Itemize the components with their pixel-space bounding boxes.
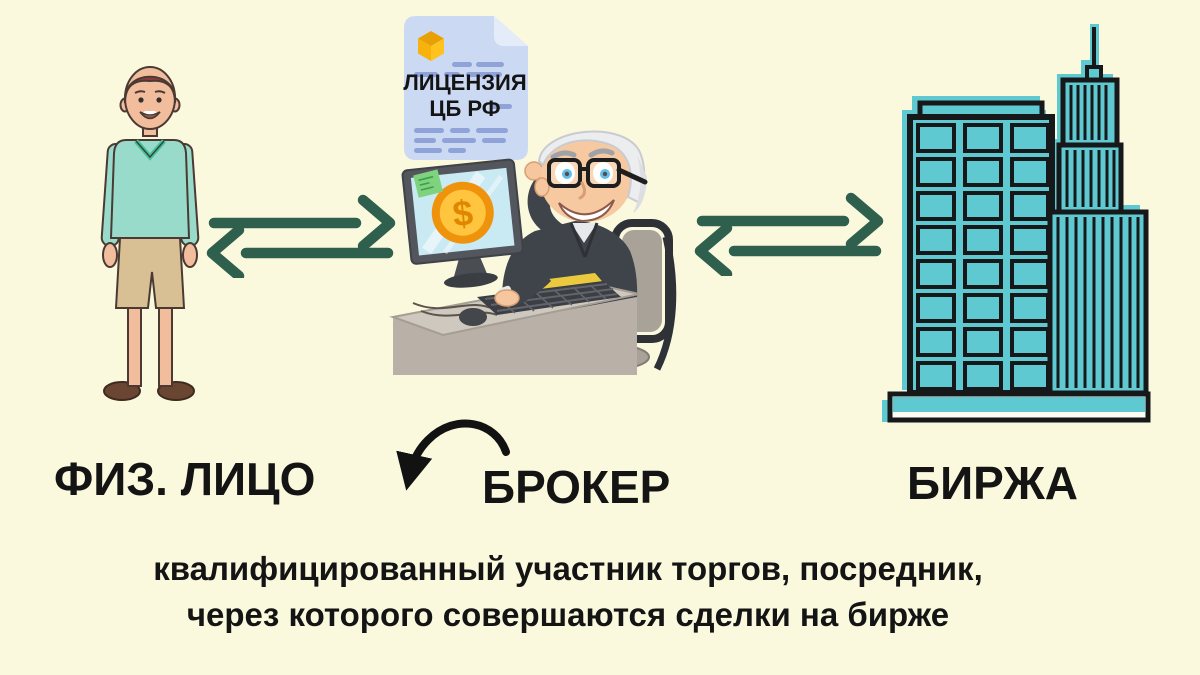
broker-head xyxy=(534,130,648,223)
arrow-right-head xyxy=(357,194,396,252)
monitor: $ xyxy=(401,158,524,288)
hair xyxy=(123,75,177,104)
glasses-icon xyxy=(547,158,648,188)
label-broker: БРОКЕР xyxy=(482,461,671,513)
label-exchange: БИРЖА xyxy=(907,457,1078,509)
svg-text:$: $ xyxy=(451,192,475,235)
skyscraper xyxy=(1047,27,1149,396)
description-line2: через которого совершаются сделки на бир… xyxy=(186,596,950,633)
double-arrow-individual-broker xyxy=(206,194,396,278)
license-document xyxy=(404,16,528,160)
license-title: ЛИЦЕНЗИЯ ЦБ РФ xyxy=(394,70,536,122)
arrow-left-head xyxy=(694,222,733,276)
building-base xyxy=(887,391,1151,423)
arrow-right-head xyxy=(845,192,884,250)
license-line2: ЦБ РФ xyxy=(429,96,501,121)
office-building xyxy=(907,100,1055,396)
mouse-icon xyxy=(459,308,487,326)
license-line1: ЛИЦЕНЗИЯ xyxy=(403,70,527,95)
windows-grid xyxy=(916,123,1050,391)
broker-illustration: $ xyxy=(389,130,677,375)
individual-person-illustration xyxy=(100,66,200,401)
cube-icon xyxy=(418,31,444,61)
double-arrow-broker-exchange xyxy=(694,192,884,276)
curved-arrow-icon xyxy=(396,419,510,491)
dollar-coin-icon: $ xyxy=(431,181,494,244)
broker-description: квалифицированный участник торгов, посре… xyxy=(28,546,1108,638)
paper-text-lines xyxy=(414,62,512,153)
arrow-left-head xyxy=(206,224,245,278)
paper-fold xyxy=(494,16,528,46)
sticky-note-icon xyxy=(413,169,444,198)
label-individual: ФИЗ. ЛИЦО xyxy=(54,453,316,505)
description-line1: квалифицированный участник торгов, посре… xyxy=(153,550,983,587)
exchange-buildings-illustration xyxy=(882,24,1151,423)
